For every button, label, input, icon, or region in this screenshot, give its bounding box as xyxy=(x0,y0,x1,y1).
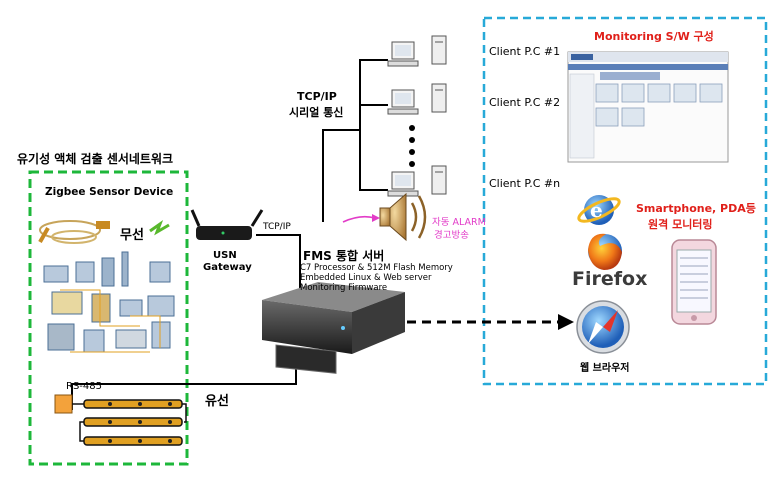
server-spec-firmware: Monitoring Firmware xyxy=(300,283,388,293)
wireless-label: 무선 xyxy=(120,228,144,243)
server-spec-processor: C7 Processor & 512M Flash Memory xyxy=(300,263,453,273)
client-pc-2-label: Client P.C #2 xyxy=(489,96,561,109)
gateway-name-line1: USN xyxy=(213,250,237,261)
client-pc-icon xyxy=(387,35,447,67)
network-label-line1: TCP/IP xyxy=(297,90,337,103)
gateway-icon xyxy=(190,209,264,240)
network-label-line2: 시리얼 통신 xyxy=(289,106,344,119)
firefox-icon xyxy=(588,233,622,270)
alarm-label-line2: 경고방송 xyxy=(434,230,469,241)
rs485-converter-icon xyxy=(54,394,73,414)
safari-icon xyxy=(576,300,630,354)
client-pc-icon xyxy=(387,83,447,115)
server-spec-linux: Embedded Linux & Web server xyxy=(300,273,432,283)
alarm-speaker-icon xyxy=(379,192,427,242)
gateway-server-line xyxy=(256,234,301,290)
sensor-network-title: 유기성 액체 검출 센서네트워크 xyxy=(17,152,174,166)
zigbee-device-label: Zigbee Sensor Device xyxy=(45,186,174,198)
mobile-label-line2: 원격 모니터링 xyxy=(648,218,713,231)
monitoring-title: Monitoring S/W 구성 xyxy=(594,30,714,43)
wired-label: 유선 xyxy=(205,394,229,409)
client-pc-n-label: Client P.C #n xyxy=(489,177,561,190)
plant-illustration xyxy=(43,251,175,353)
gateway-link-label: TCP/IP xyxy=(263,222,291,232)
client-pc-1-label: Client P.C #1 xyxy=(489,45,561,58)
svg-text:e: e xyxy=(590,198,603,222)
sensor-strip-group xyxy=(72,399,187,446)
client-pc-icon xyxy=(387,165,447,197)
smartphone-icon xyxy=(671,239,717,325)
tcp-ip-lines xyxy=(322,59,388,222)
server-title: FMS 통합 서버 xyxy=(303,249,385,263)
sensor-network-panel xyxy=(28,170,189,466)
firefox-label: Firefox xyxy=(572,268,648,290)
monitoring-panel xyxy=(482,16,768,386)
internet-explorer-icon: e xyxy=(577,195,621,225)
mobile-label-line1: Smartphone, PDA등 xyxy=(636,202,756,215)
alarm-label-line1: 자동 ALARM xyxy=(432,217,486,228)
rs485-label: RS-485 xyxy=(66,381,102,392)
ellipsis-dots xyxy=(409,125,415,167)
wireless-zigzag-icon xyxy=(149,219,170,236)
monitoring-screenshot xyxy=(567,51,729,163)
web-browser-label: 웹 브라우저 xyxy=(580,363,630,374)
server-icon xyxy=(262,282,405,374)
gateway-name-line2: Gateway xyxy=(203,262,252,273)
sensor-device-icon xyxy=(38,220,110,244)
